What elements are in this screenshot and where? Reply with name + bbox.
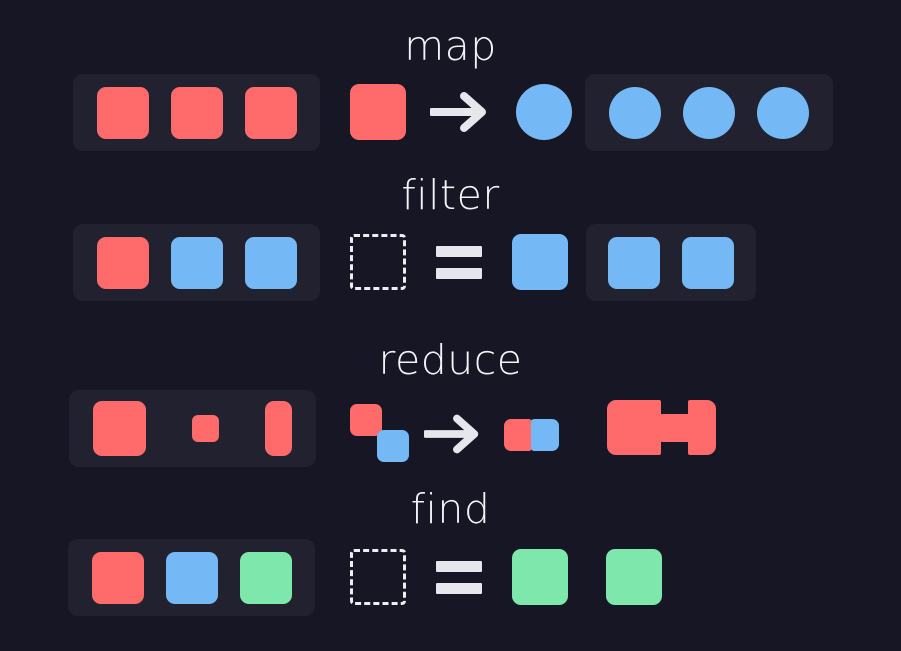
filter-predicate	[350, 234, 568, 290]
arrow-right-icon	[424, 414, 479, 454]
red-square	[170, 86, 223, 139]
green-square	[239, 551, 292, 604]
equals-icon	[436, 245, 482, 279]
blue-square	[377, 430, 409, 462]
filter-input-array	[73, 224, 320, 301]
blue-circle	[757, 86, 809, 139]
find-output-single	[606, 549, 662, 605]
red-small-square	[192, 415, 219, 442]
red-square	[504, 419, 532, 451]
map-input-array	[73, 74, 320, 151]
row-label-filter: filter	[401, 171, 500, 219]
find-input-array	[68, 539, 315, 616]
red-large-square	[607, 400, 661, 455]
row-label-reduce: reduce	[378, 336, 523, 384]
blue-circle	[516, 84, 572, 140]
blue-square	[165, 551, 218, 604]
red-large-square	[93, 401, 146, 456]
map-output-array	[585, 74, 833, 151]
blue-square	[608, 236, 660, 289]
red-square	[350, 404, 382, 436]
blue-circle	[609, 86, 661, 139]
blue-square	[682, 236, 734, 289]
red-square	[91, 551, 144, 604]
blue-square	[512, 234, 568, 290]
map-transform	[350, 84, 572, 140]
reduce-input-array	[69, 390, 316, 467]
red-square	[96, 86, 149, 139]
red-square	[96, 236, 149, 289]
red-small-square	[660, 414, 689, 442]
blue-square	[244, 236, 297, 289]
equals-icon	[436, 560, 482, 594]
red-tall-rect	[688, 400, 716, 455]
red-square	[350, 84, 406, 140]
find-predicate	[350, 549, 568, 605]
reduce-output-merged	[607, 400, 716, 455]
green-square	[606, 549, 662, 605]
red-square	[244, 86, 297, 139]
filter-output-array	[586, 224, 756, 301]
reduce-operand-pair	[350, 398, 414, 462]
placeholder-square	[350, 234, 406, 290]
reduce-result-pair	[504, 419, 560, 451]
reduce-transform	[350, 396, 560, 464]
red-tall-rect	[265, 401, 292, 456]
blue-square	[531, 419, 559, 451]
placeholder-square	[350, 549, 406, 605]
green-square	[512, 549, 568, 605]
row-label-map: map	[404, 22, 497, 70]
blue-circle	[683, 86, 735, 139]
row-label-find: find	[410, 485, 491, 533]
arrow-right-icon	[430, 92, 486, 132]
blue-square	[170, 236, 223, 289]
